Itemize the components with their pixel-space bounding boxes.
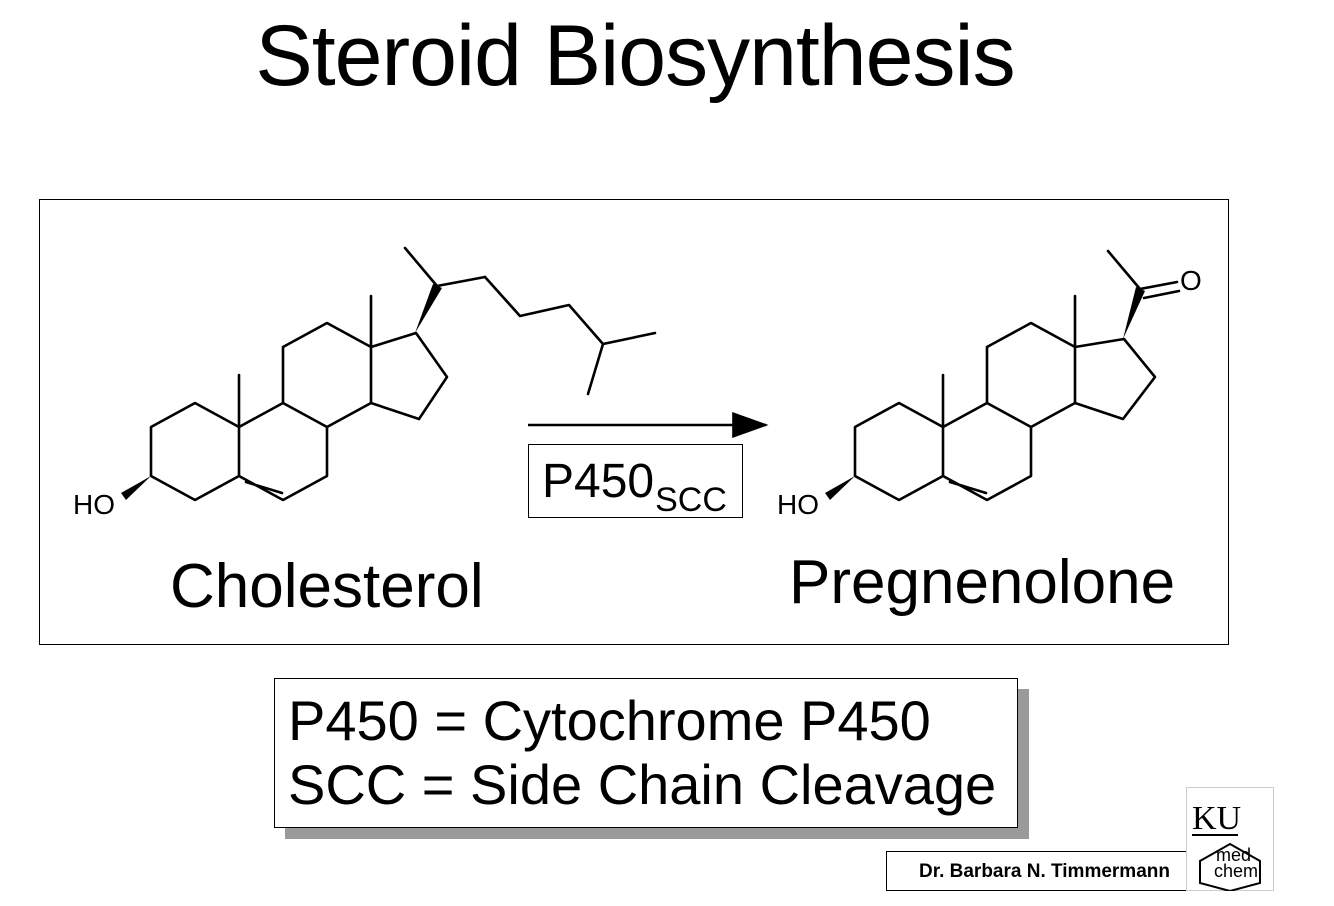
slide-title: Steroid Biosynthesis <box>255 8 1015 104</box>
enzyme-label: P450SCC <box>528 444 743 519</box>
cholesterol-stereo-wedges <box>121 284 442 500</box>
logo-ku-text: KU <box>1192 800 1241 837</box>
enzyme-name: P450 <box>542 455 655 508</box>
cholesterol-structure <box>149 246 657 502</box>
reaction-box <box>39 199 1229 645</box>
legend-line-p450: P450 = Cytochrome P450 <box>288 689 931 752</box>
enzyme-subscript: SCC <box>655 481 727 519</box>
logo-med-text: med <box>1216 845 1251 865</box>
author-credit: Dr. Barbara N. Timmermann <box>886 851 1203 891</box>
abbreviation-legend: P450 = Cytochrome P450 SCC = Side Chain … <box>274 678 1018 828</box>
ku-medchem-logo: KU med chem <box>1186 787 1274 891</box>
reactant-name: Cholesterol <box>170 552 484 621</box>
legend-line-scc: SCC = Side Chain Cleavage <box>288 753 997 816</box>
pregnenolone-ho-label: HO <box>777 489 819 520</box>
pregnenolone-stereo-wedges <box>825 287 1145 500</box>
logo-chem-text: chem <box>1214 861 1258 881</box>
product-name: Pregnenolone <box>789 548 1176 617</box>
carbonyl-oxygen-label: O <box>1180 265 1202 296</box>
cholesterol-ho-label: HO <box>73 489 115 520</box>
pregnenolone-structure <box>853 249 1181 502</box>
